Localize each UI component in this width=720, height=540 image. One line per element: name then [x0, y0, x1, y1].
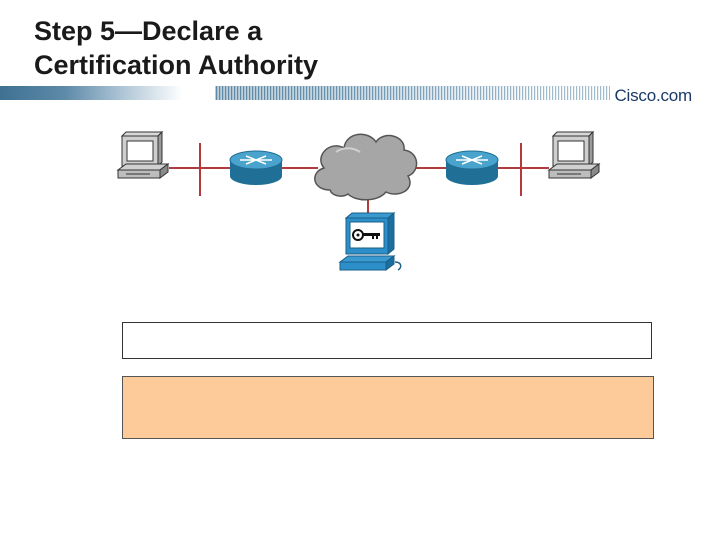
key-icon	[352, 229, 380, 241]
header-bar	[0, 86, 610, 100]
config-command-box	[122, 322, 652, 359]
network-diagram	[116, 130, 601, 271]
cisco-logo: Cisco.com	[614, 86, 692, 105]
workstation-left-icon	[116, 130, 170, 179]
router-left-icon	[229, 150, 283, 185]
wan-cloud-icon	[314, 133, 418, 201]
slide-title: Step 5—Declare a Certification Authority	[34, 14, 318, 82]
router-right-icon	[445, 150, 499, 185]
workstation-right-icon	[547, 130, 601, 179]
ca-server-icon	[338, 211, 402, 271]
title-line-2: Certification Authority	[34, 50, 319, 80]
title-line-1: Step 5—Declare a	[34, 16, 263, 46]
config-example-box	[122, 376, 654, 439]
network-links	[169, 143, 549, 215]
